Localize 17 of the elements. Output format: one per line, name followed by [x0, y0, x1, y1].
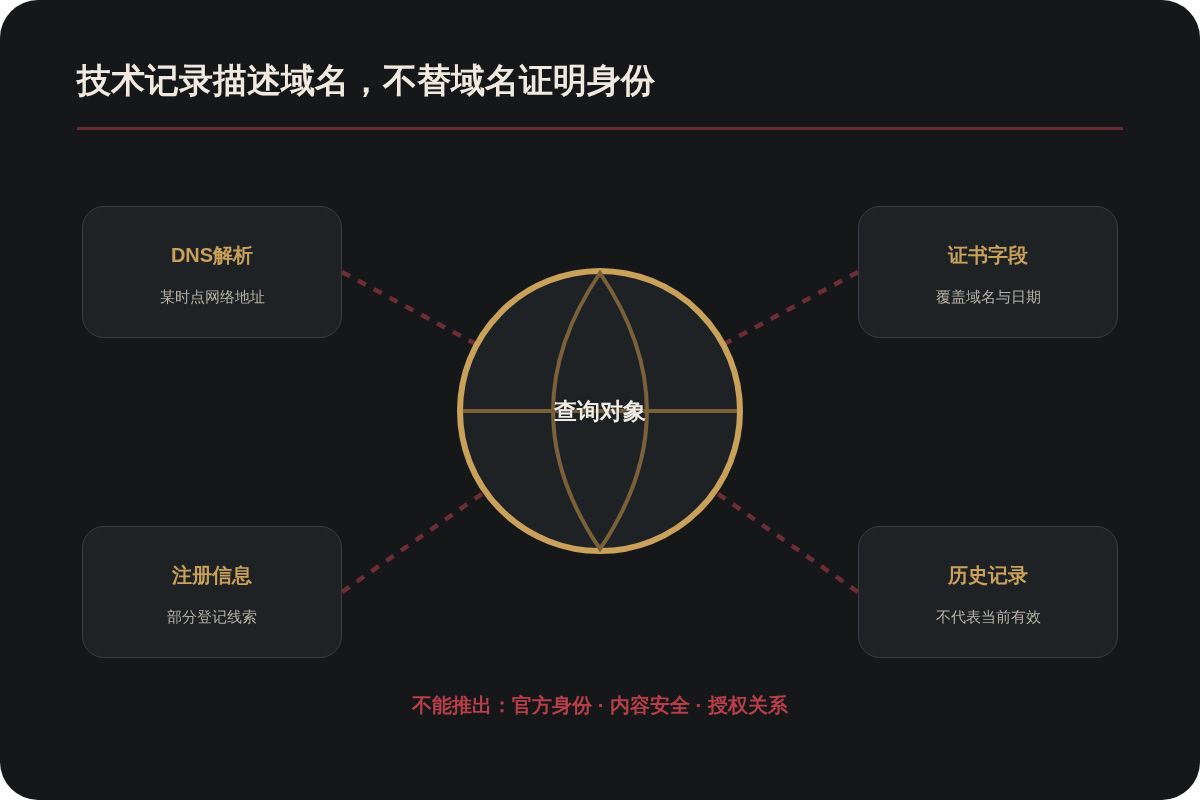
box-text: 不代表当前有效 — [935, 607, 1041, 627]
note-text: 不能推出：官方身份 · 内容安全 · 授权关系 — [412, 693, 788, 718]
box-heading: 注册信息 — [172, 563, 252, 588]
box-text: 某时点网络地址 — [159, 287, 265, 307]
box-text: 覆盖域名与日期 — [935, 287, 1041, 307]
box-text: 部分登记线索 — [167, 607, 257, 627]
title: 技术记录描述域名，不替域名证明身份 — [77, 60, 655, 101]
box-heading: 历史记录 — [948, 563, 1028, 588]
box-heading: DNS解析 — [170, 243, 254, 268]
info-box — [82, 206, 342, 338]
info-box — [82, 526, 342, 658]
dashed-connector — [722, 270, 860, 347]
dashed-connector — [340, 270, 478, 347]
box-heading: 证书字段 — [948, 243, 1028, 268]
info-box — [858, 206, 1118, 338]
node-label: 查询对象 — [554, 397, 646, 425]
info-box — [858, 526, 1118, 658]
